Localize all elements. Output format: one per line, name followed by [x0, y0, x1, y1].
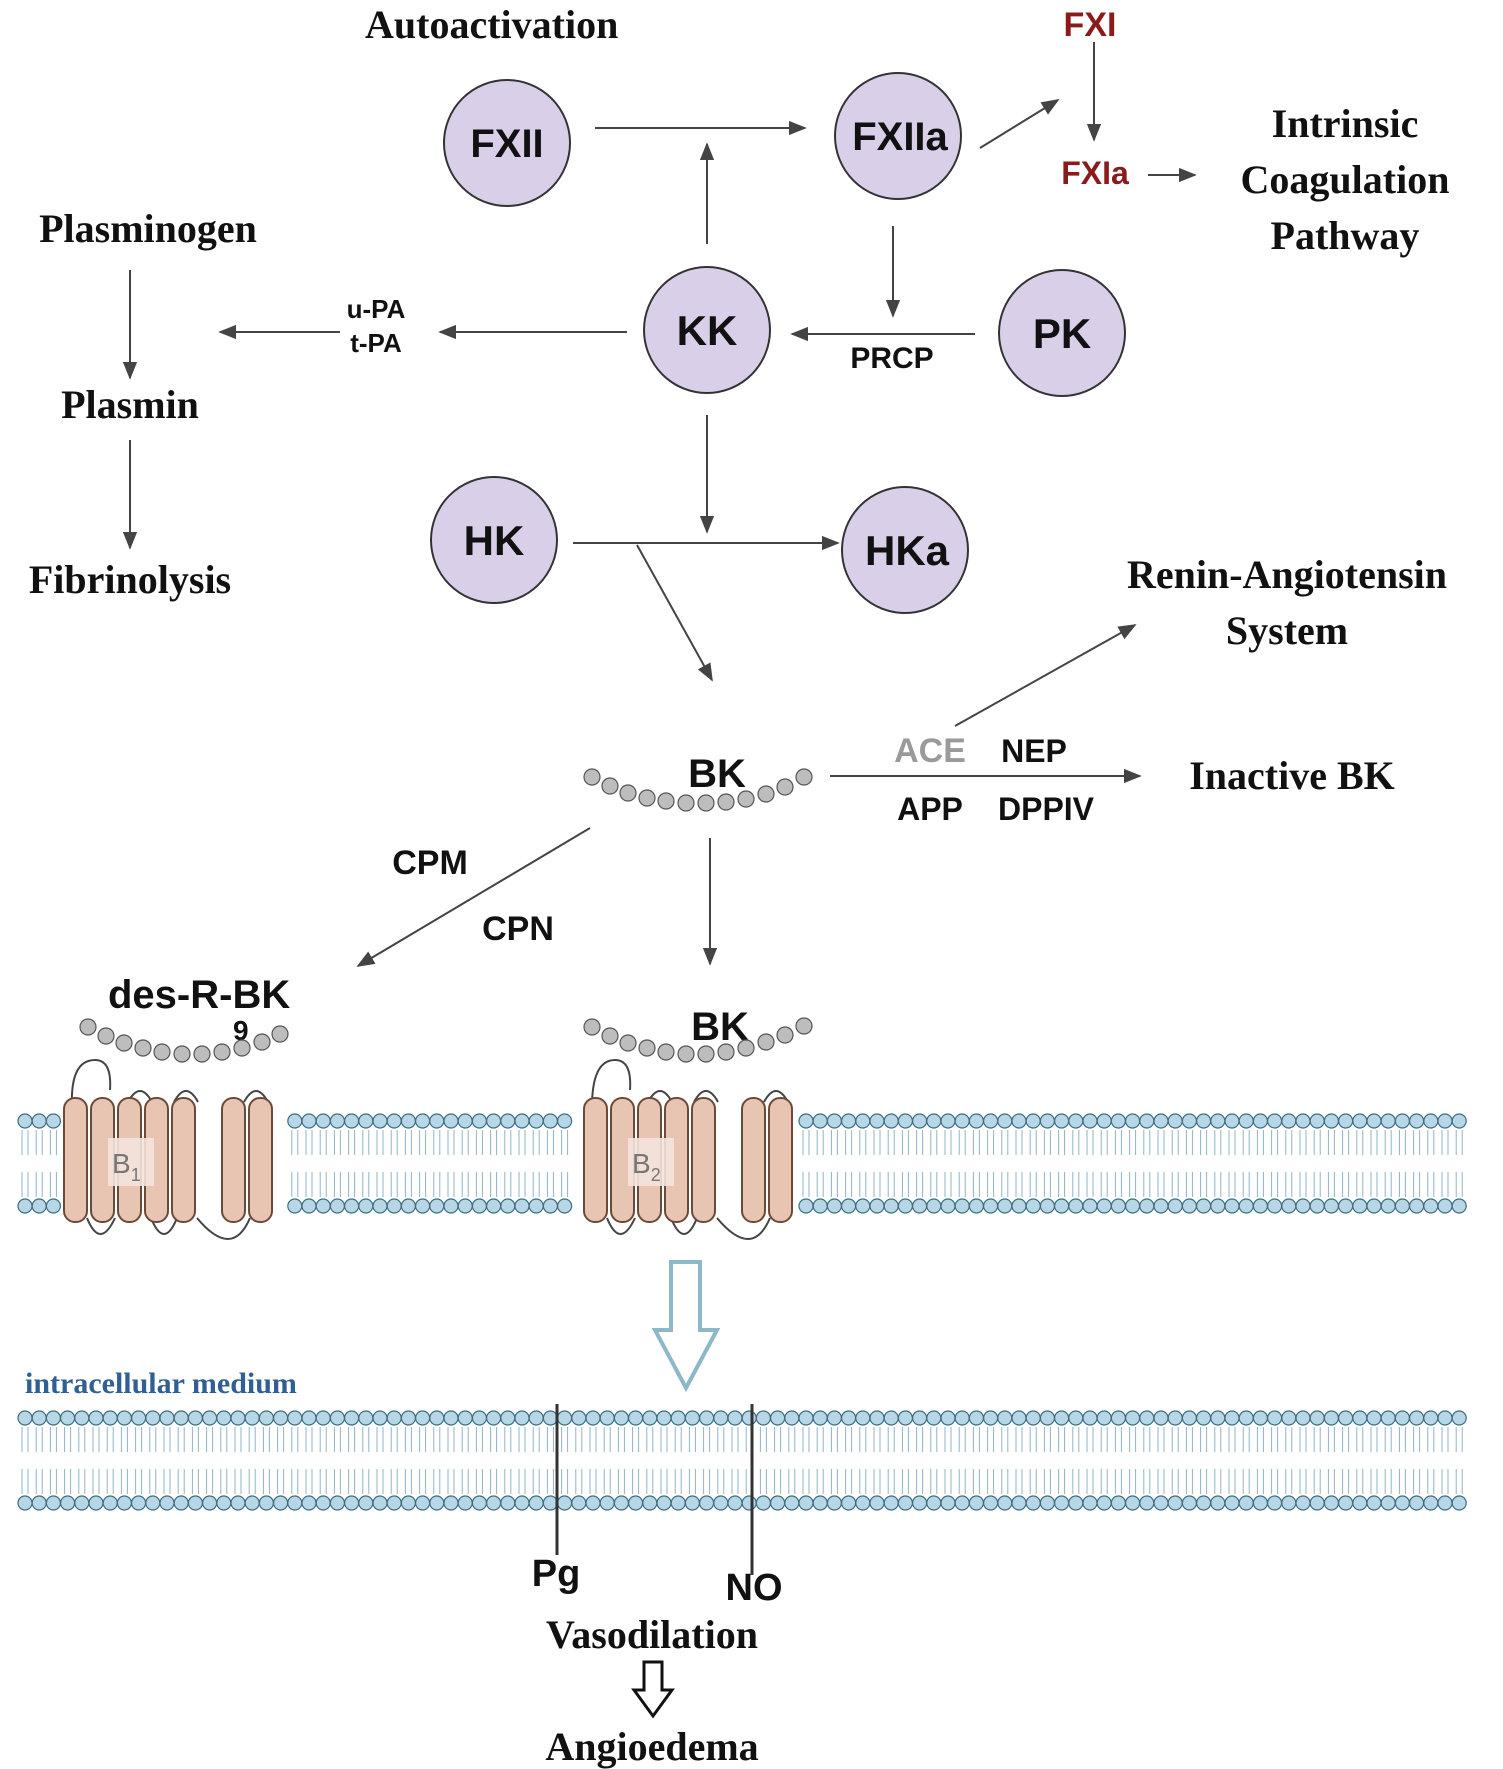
upa-label: u-PA [347, 294, 406, 324]
ace-label: ACE [894, 732, 966, 770]
b2-label-main: B [632, 1148, 651, 1179]
bk-peptide-b2 [583, 1017, 813, 1063]
cell-membrane [17, 1113, 1467, 1214]
fxia-label: FXIa [1061, 155, 1129, 191]
autoactivation-label: Autoactivation [365, 2, 618, 47]
desrbk-label: des-R-BK [108, 973, 290, 1017]
plasmin-label: Plasmin [61, 382, 199, 427]
b1-label-main: B [112, 1148, 131, 1179]
desrbk-subscript: 9 [233, 1015, 249, 1046]
tpa-label: t-PA [350, 328, 402, 358]
cpn-label: CPN [482, 910, 554, 948]
node-hk-label: HK [464, 517, 525, 564]
dppiv-label: DPPIV [998, 791, 1095, 827]
node-fxiia: FXIIa [834, 72, 962, 200]
intrinsic-line-2: Coagulation [1241, 157, 1450, 202]
desrbk-label-main: des-R [108, 973, 219, 1017]
bk-receptor-label: BK [691, 1005, 749, 1049]
angioedema-label: Angioedema [545, 1724, 758, 1769]
intracellular-label: intracellular medium [25, 1367, 297, 1400]
arrow-ace-renin [954, 624, 1137, 727]
inactive-bk-label: Inactive BK [1189, 753, 1395, 798]
arrow-bk-desrbk [356, 827, 591, 967]
arrow-fxiia-fxi [979, 99, 1060, 149]
b1-label: B1 [112, 1148, 141, 1185]
nep-label: NEP [1001, 733, 1067, 769]
b2-receptor: B2 [583, 1058, 793, 1240]
pg-label: Pg [532, 1553, 581, 1595]
prcp-label: PRCP [850, 342, 933, 375]
intrinsic-line-3: Pathway [1271, 213, 1420, 258]
vasodilation-label: Vasodilation [546, 1612, 758, 1657]
no-label: NO [726, 1567, 783, 1609]
down-arrow-icon [631, 1660, 675, 1719]
renin-line-1: Renin-Angiotensin [1127, 552, 1447, 597]
node-pk: PK [998, 269, 1126, 397]
node-fxii-label: FXII [470, 122, 543, 166]
renin-line-2: System [1226, 608, 1348, 653]
fxi-label: FXI [1064, 6, 1117, 44]
b2-label-sub: 2 [651, 1165, 661, 1185]
signal-arrow-icon [651, 1260, 721, 1393]
desrbk-peptide [79, 1018, 289, 1063]
desrbk-label-tail: -BK [219, 973, 290, 1017]
node-hk: HK [430, 476, 558, 604]
intrinsic-line-1: Intrinsic [1272, 101, 1419, 146]
node-fxiia-label: FXIIa [852, 115, 948, 159]
node-hka: HKa [841, 486, 969, 614]
inner-membrane [17, 1410, 1467, 1511]
node-kk-label: KK [677, 307, 738, 354]
arrows [122, 42, 1197, 967]
fibrinolysis-label: Fibrinolysis [29, 557, 231, 602]
bk-peptide-free [583, 768, 813, 812]
arrow-hk-bk [636, 544, 713, 682]
node-hka-label: HKa [865, 527, 950, 574]
b1-receptor: B1 [63, 1058, 273, 1240]
bk-main-label: BK [688, 752, 746, 796]
node-kk: KK [643, 266, 771, 394]
node-fxii: FXII [443, 79, 571, 207]
node-pk-label: PK [1033, 310, 1091, 357]
b2-label: B2 [632, 1148, 661, 1185]
cpm-label: CPM [392, 844, 468, 882]
b1-label-sub: 1 [131, 1165, 141, 1185]
plasminogen-label: Plasminogen [39, 206, 257, 251]
app-label: APP [897, 791, 963, 827]
